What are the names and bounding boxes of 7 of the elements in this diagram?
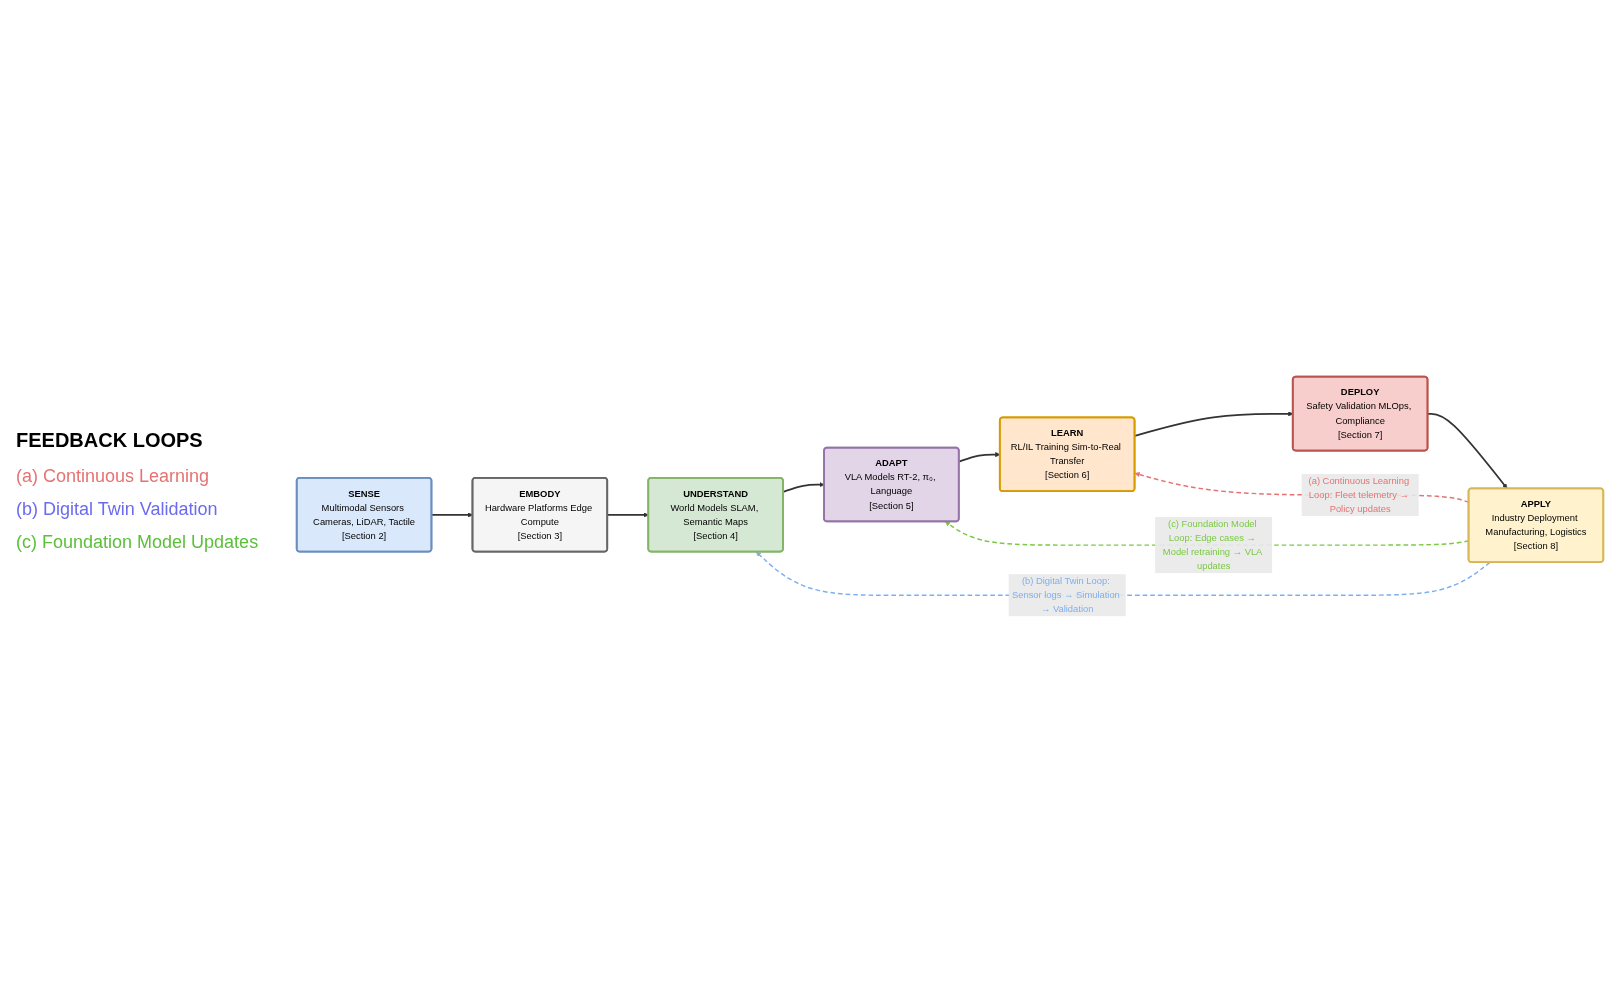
legend-entry: (c) Foundation Model Updates (16, 532, 260, 553)
legend-entry: (a) Continuous Learning (16, 466, 211, 487)
edge-label: (c) Foundation Model Loop: Edge cases → Model retraining → VLA updates (1162, 519, 1262, 572)
legend-entry: (b) Digital Twin Validation (16, 499, 219, 520)
edge-label: (b) Digital Twin Loop: Sensor logs → Simulation → Validation (1011, 576, 1120, 615)
legend-heading: FEEDBACK LOOPS (16, 429, 204, 452)
edge-label: (a) Continuous Learning Loop: Fleet telemetry → Policy updates (1308, 476, 1410, 515)
